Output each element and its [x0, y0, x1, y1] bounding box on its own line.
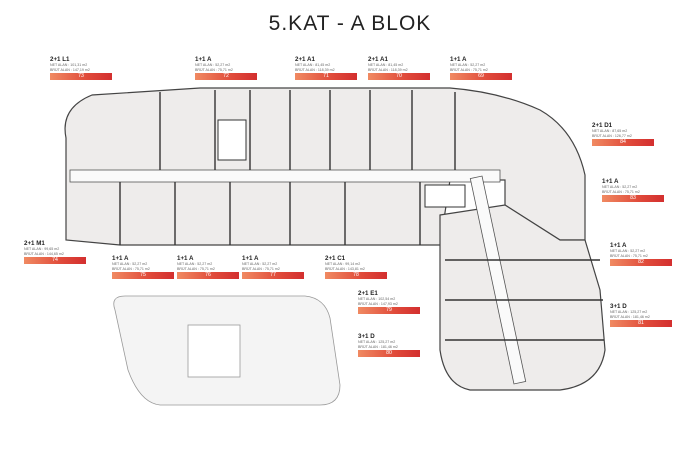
- unit-gross-area: BRÜT ALAN : 126,77 m2: [592, 133, 632, 138]
- unit-type: 3+1 D: [358, 333, 375, 340]
- unit-number-badge: 72: [195, 73, 257, 81]
- unit-number-badge: 80: [358, 350, 420, 358]
- unit-number-badge: 69: [450, 73, 512, 81]
- unit-type: 1+1 A: [195, 56, 212, 63]
- stair-core: [424, 184, 466, 208]
- unit-gross-area: BRÜT ALAN : 75,71 m2: [450, 67, 488, 72]
- unit-net-area: NET ALAN : 99,65 m2: [24, 247, 60, 251]
- unit-net-area: NET ALAN : 52,27 m2: [610, 249, 646, 253]
- unit-gross-area: BRÜT ALAN : 144,65 m2: [24, 251, 64, 256]
- unit-net-area: NET ALAN : 81,45 m2: [295, 63, 331, 67]
- unit-type: 1+1 A: [112, 255, 129, 262]
- unit-net-area: NET ALAN : 102,54 m2: [358, 297, 396, 301]
- unit-gross-area: BRÜT ALAN : 147,19 m2: [50, 67, 90, 72]
- unit-net-area: NET ALAN : 101,31 m2: [50, 63, 88, 67]
- unit-number-badge: 73: [50, 73, 112, 81]
- unit-net-area: NET ALAN : 125,27 m2: [610, 310, 648, 314]
- floor-title: 5.KAT - A BLOK: [268, 12, 432, 35]
- unit-type: 1+1 A: [602, 178, 619, 185]
- corridor: [69, 169, 501, 183]
- unit-number-badge: 77: [242, 272, 304, 280]
- unit-number-badge: 70: [368, 73, 430, 81]
- unit-gross-area: BRÜT ALAN : 147,93 m2: [358, 301, 398, 306]
- unit-type: 1+1 A: [450, 56, 467, 63]
- elevator-core: [217, 119, 247, 161]
- unit-net-area: NET ALAN : 125,27 m2: [358, 340, 396, 344]
- unit-net-area: NET ALAN : 99,14 m2: [325, 262, 361, 266]
- unit-gross-area: BRÜT ALAN : 75,71 m2: [602, 189, 640, 194]
- unit-number-badge: 81: [610, 320, 672, 328]
- unit-net-area: NET ALAN : 52,27 m2: [195, 63, 231, 67]
- pool-inner: [187, 324, 241, 378]
- unit-gross-area: BRÜT ALAN : 75,71 m2: [610, 253, 648, 258]
- unit-gross-area: BRÜT ALAN : 75,71 m2: [177, 266, 215, 271]
- unit-type: 1+1 A: [177, 255, 194, 262]
- unit-net-area: NET ALAN : 52,27 m2: [177, 262, 213, 266]
- unit-type: 3+1 D: [610, 303, 627, 310]
- unit-type: 2+1 A1: [368, 56, 388, 63]
- unit-net-area: NET ALAN : 87,65 m2: [592, 129, 628, 133]
- unit-number-badge: 76: [177, 272, 239, 280]
- building-outline-right-wing: [439, 204, 606, 391]
- unit-number-badge: 84: [592, 139, 654, 147]
- unit-net-area: NET ALAN : 52,27 m2: [450, 63, 486, 67]
- unit-type: 1+1 A: [242, 255, 259, 262]
- unit-number-badge: 78: [325, 272, 387, 280]
- unit-type: 2+1 M1: [24, 240, 45, 247]
- unit-type: 2+1 E1: [358, 290, 378, 297]
- unit-number-badge: 74: [24, 257, 86, 265]
- unit-gross-area: BRÜT ALAN : 181,46 m2: [358, 344, 398, 349]
- unit-gross-area: BRÜT ALAN : 75,71 m2: [242, 266, 280, 271]
- unit-number-badge: 71: [295, 73, 357, 81]
- unit-gross-area: BRÜT ALAN : 75,71 m2: [112, 266, 150, 271]
- unit-net-area: NET ALAN : 81,45 m2: [368, 63, 404, 67]
- unit-number-badge: 75: [112, 272, 174, 280]
- unit-type: 2+1 L1: [50, 56, 70, 63]
- unit-number-badge: 82: [610, 259, 672, 267]
- unit-gross-area: BRÜT ALAN : 181,46 m2: [610, 314, 650, 319]
- unit-type: 2+1 C1: [325, 255, 346, 262]
- corridor-right: [469, 175, 527, 385]
- unit-number-badge: 79: [358, 307, 420, 315]
- unit-number-badge: 83: [602, 195, 664, 203]
- unit-type: 2+1 A1: [295, 56, 315, 63]
- unit-gross-area: BRÜT ALAN : 118,39 m2: [295, 67, 335, 72]
- unit-type: 1+1 A: [610, 242, 627, 249]
- unit-type: 2+1 D1: [592, 122, 613, 129]
- unit-net-area: NET ALAN : 52,27 m2: [112, 262, 148, 266]
- unit-gross-area: BRÜT ALAN : 143,81 m2: [325, 266, 365, 271]
- unit-gross-area: BRÜT ALAN : 75,71 m2: [195, 67, 233, 72]
- unit-net-area: NET ALAN : 52,27 m2: [602, 185, 638, 189]
- unit-net-area: NET ALAN : 52,27 m2: [242, 262, 278, 266]
- unit-gross-area: BRÜT ALAN : 118,39 m2: [368, 67, 408, 72]
